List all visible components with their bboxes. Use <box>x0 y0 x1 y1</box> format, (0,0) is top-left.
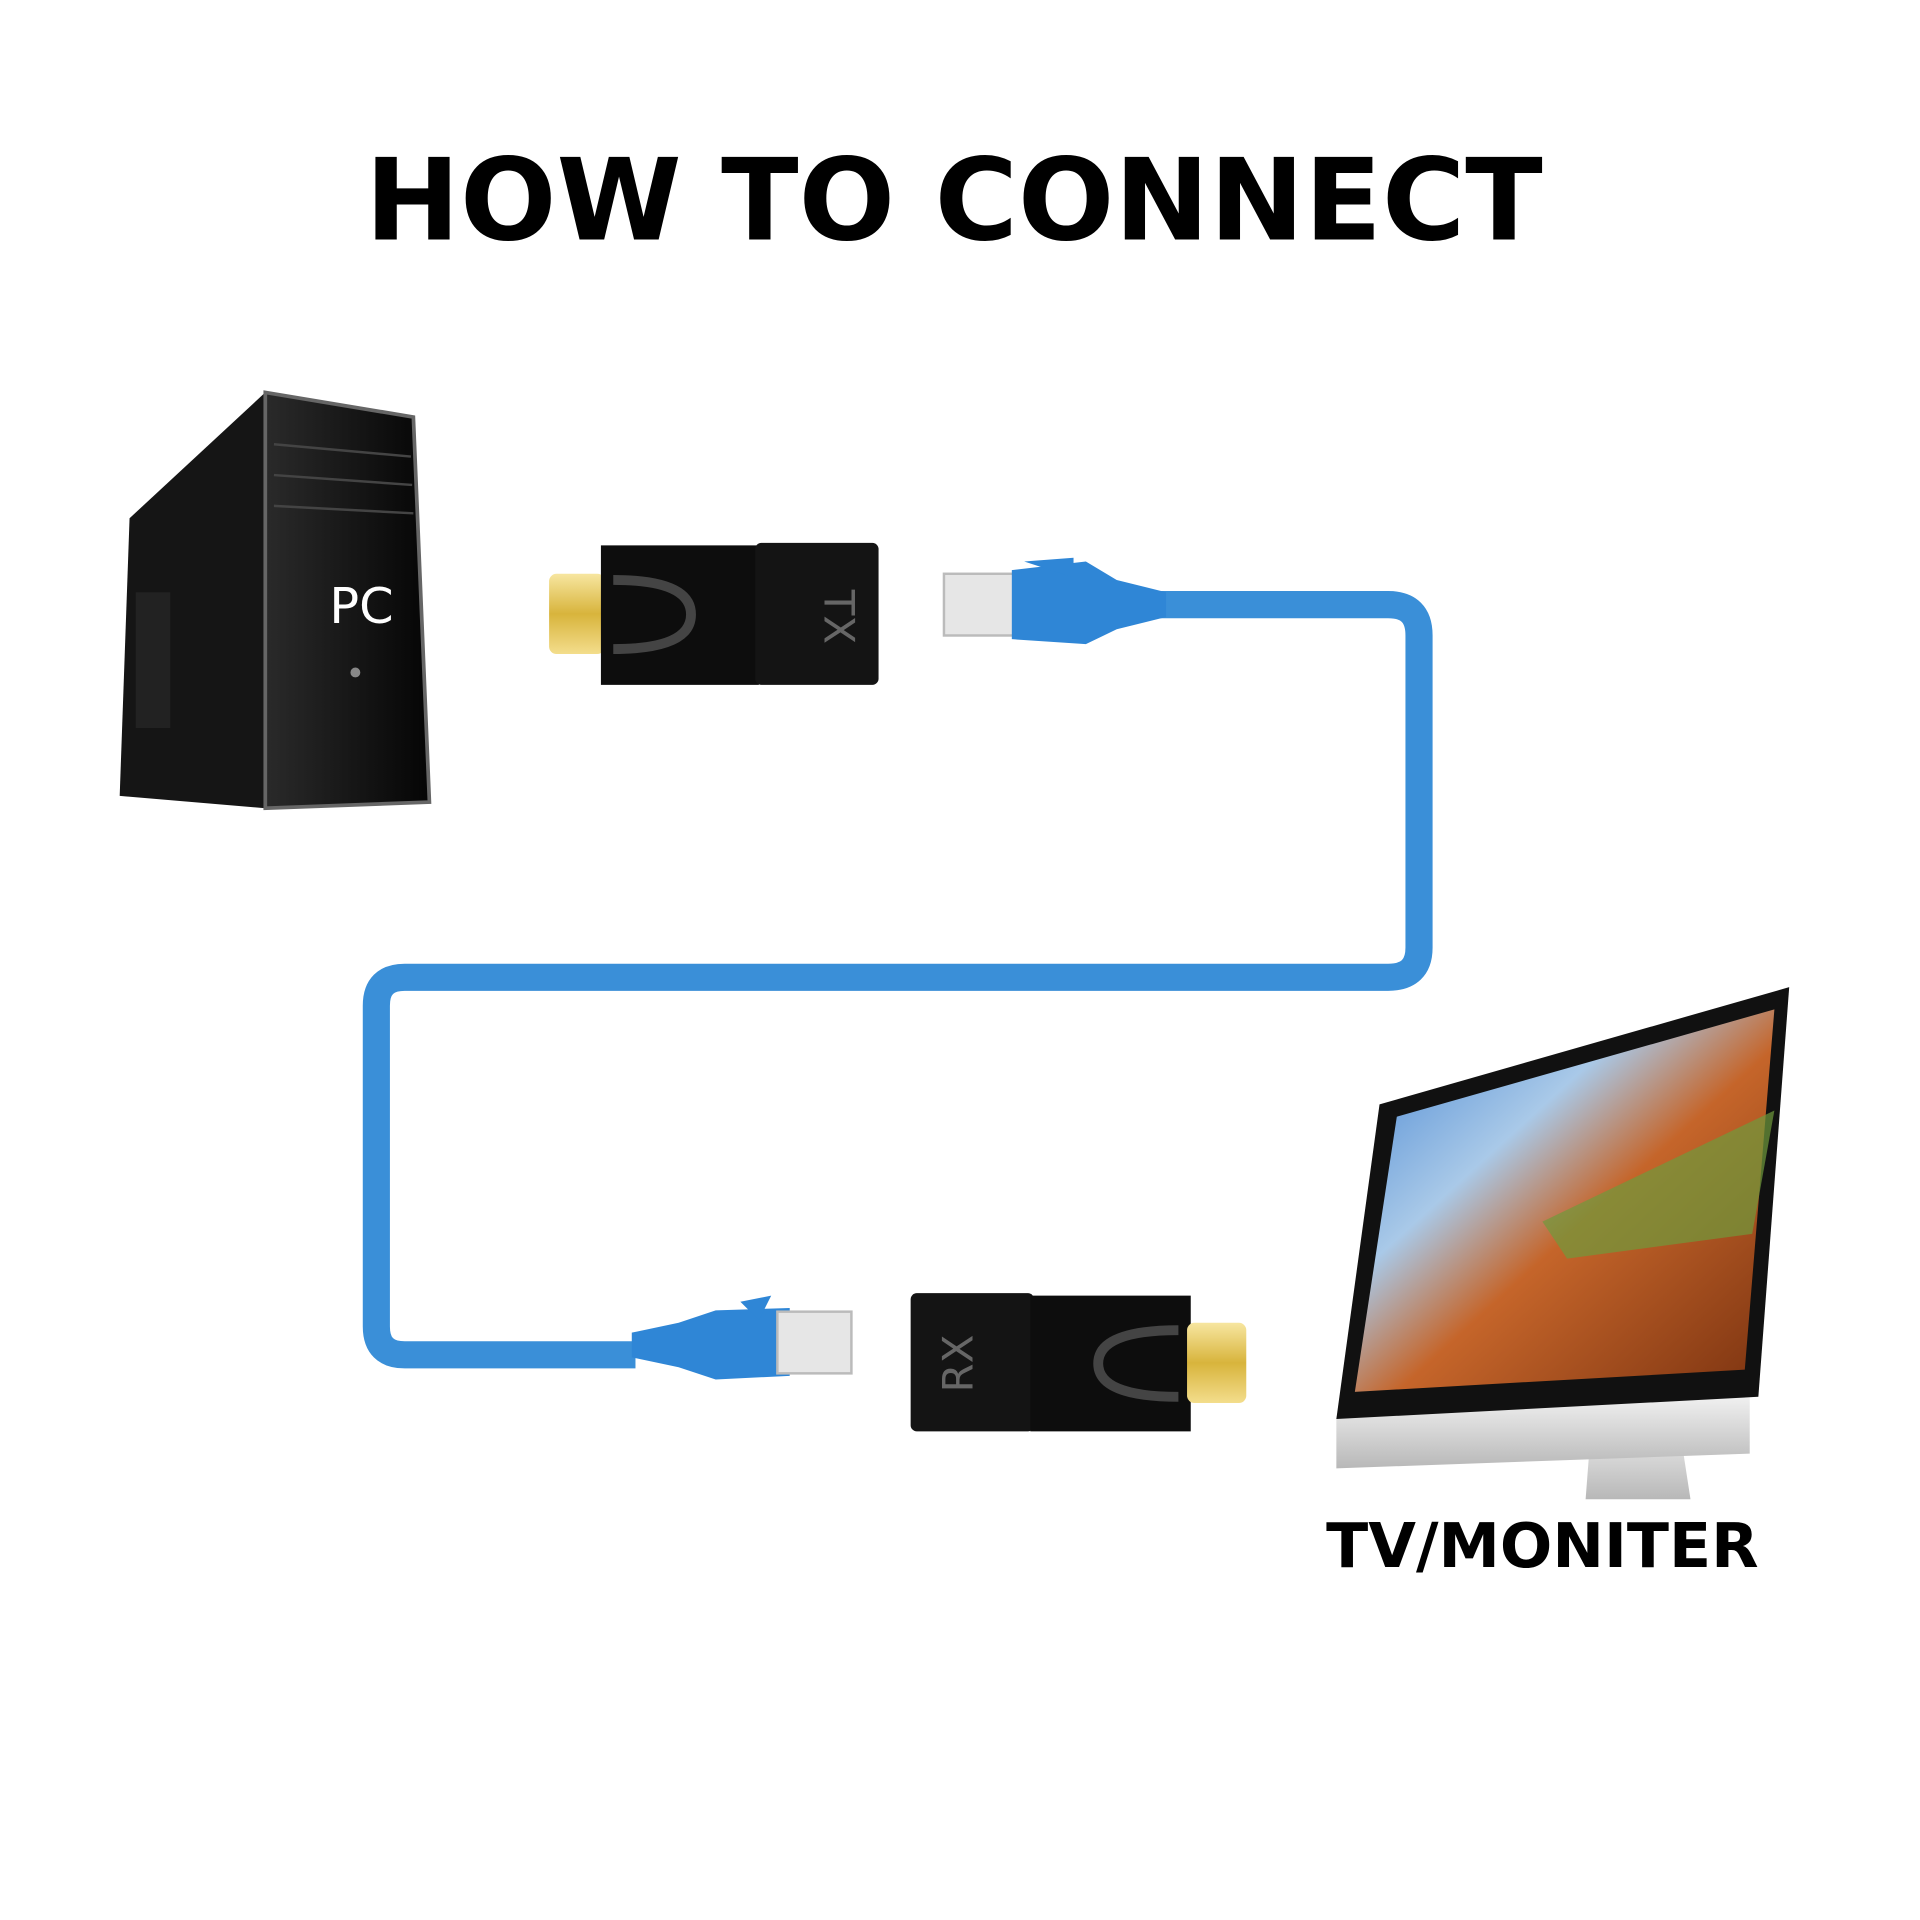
tx-adapter: TX <box>549 542 879 685</box>
pc-label: PC <box>329 577 393 635</box>
power-button-icon <box>350 667 361 678</box>
screen-image <box>1354 1009 1775 1392</box>
page-title: HOW TO CONNECT <box>365 134 1543 266</box>
rj45-plug-top <box>942 557 1167 645</box>
tx-label: TX <box>814 589 863 644</box>
ethernet-cable <box>362 591 1433 1369</box>
hdmi-plug <box>549 573 605 654</box>
rx-adapter: RX <box>910 1293 1247 1432</box>
display-label: TV/MONITER <box>1326 1510 1758 1582</box>
rx-label: RX <box>933 1335 982 1393</box>
monitor <box>1336 987 1790 1500</box>
pc-tower: PC <box>119 390 432 811</box>
hdmi-plug <box>1187 1322 1247 1403</box>
rj45-plug-bottom <box>631 1295 853 1380</box>
